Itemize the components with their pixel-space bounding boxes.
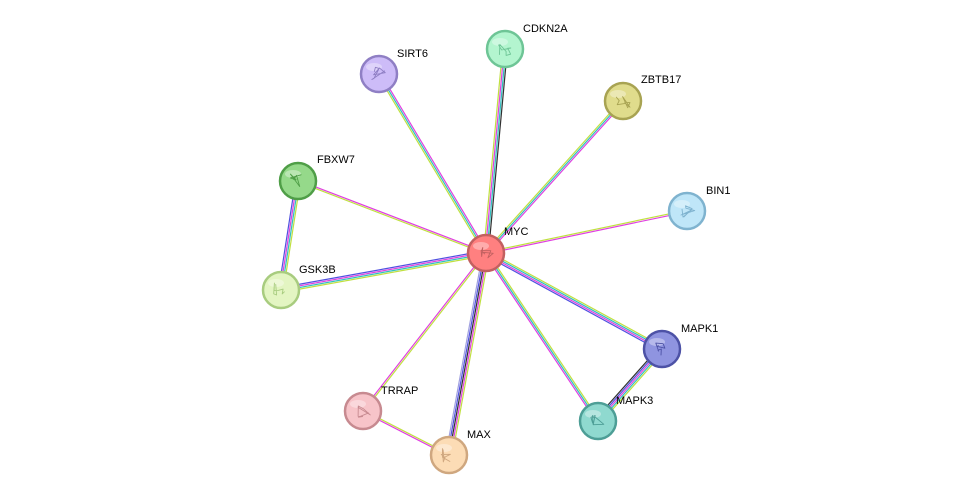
edge-evidence-line	[486, 211, 688, 255]
edge-evidence-line	[484, 253, 598, 423]
node-gsk3b[interactable]: GSK3B	[261, 264, 336, 310]
node-label-bin1: BIN1	[706, 185, 730, 197]
node-label-sirt6: SIRT6	[397, 48, 428, 60]
edge-evidence-line	[297, 181, 486, 255]
edge-evidence-line	[280, 250, 486, 289]
protein-structure-icon	[371, 66, 386, 80]
protein-structure-icon	[615, 96, 631, 109]
edge-evidence-line	[485, 100, 624, 254]
protein-structure-icon	[289, 173, 302, 187]
node-gloss	[350, 400, 366, 408]
edge-myc-max[interactable]	[445, 252, 490, 456]
edge-evidence-line	[448, 252, 487, 456]
node-sirt6[interactable]: SIRT6	[359, 48, 428, 94]
node-gloss	[585, 410, 601, 418]
edge-evidence-line	[298, 179, 487, 253]
edge-evidence-line	[485, 209, 687, 253]
edge-evidence-line	[363, 253, 488, 412]
edge-evidence-line	[281, 253, 487, 292]
edge-evidence-line	[485, 253, 662, 351]
node-label-trrap: TRRAP	[381, 385, 418, 397]
edge-myc-sirt6[interactable]	[377, 72, 488, 255]
protein-structure-icon	[655, 342, 666, 356]
edge-evidence-line	[484, 48, 505, 253]
edge-evidence-line	[484, 254, 662, 352]
node-circle	[642, 329, 682, 369]
node-circle	[578, 401, 618, 441]
node-trrap[interactable]: TRRAP	[343, 385, 418, 431]
node-circle	[667, 191, 707, 231]
node-zbtb17[interactable]: ZBTB17	[603, 74, 681, 121]
node-label-mapk3: MAPK3	[616, 395, 653, 407]
protein-structure-icon	[498, 43, 512, 56]
node-label-myc: MYC	[504, 226, 529, 238]
node-fbxw7[interactable]: FBXW7	[278, 154, 355, 201]
edge-evidence-line	[483, 48, 504, 253]
edge-evidence-line	[361, 252, 486, 411]
node-gloss	[649, 338, 665, 346]
node-circle	[603, 81, 643, 121]
node-mapk3[interactable]: MAPK3	[578, 395, 653, 441]
edge-evidence-line	[487, 49, 508, 254]
edge-evidence-line	[378, 73, 487, 254]
edge-evidence-line	[445, 252, 484, 455]
protein-structure-icon	[680, 205, 696, 218]
node-max[interactable]: MAX	[429, 429, 492, 475]
edge-evidence-line	[280, 251, 486, 290]
protein-structure-icon	[480, 247, 494, 259]
node-gloss	[268, 279, 284, 287]
edge-evidence-line	[485, 252, 599, 422]
node-gloss	[473, 242, 489, 250]
edge-evidence-line	[486, 251, 663, 349]
node-label-mapk1: MAPK1	[681, 323, 718, 335]
edge-myc-fbxw7[interactable]	[297, 179, 487, 255]
edge-myc-bin1[interactable]	[485, 209, 688, 255]
edge-myc-mapk1[interactable]	[484, 250, 664, 352]
edge-evidence-line	[281, 254, 487, 293]
protein-structure-icon	[590, 415, 605, 426]
edge-myc-cdkn2a[interactable]	[483, 48, 508, 254]
edge-evidence-line	[486, 250, 664, 348]
edge-evidence-line	[446, 252, 486, 455]
edge-evidence-line	[486, 49, 507, 254]
node-label-gsk3b: GSK3B	[299, 264, 336, 276]
protein-structure-icon	[273, 282, 285, 296]
edge-evidence-line	[484, 99, 623, 253]
protein-structure-icon	[440, 448, 451, 463]
edge-evidence-line	[451, 253, 490, 456]
edge-myc-trrap[interactable]	[361, 252, 488, 412]
node-gloss	[492, 38, 508, 46]
node-gloss	[436, 444, 452, 452]
edge-evidence-line	[377, 74, 486, 255]
node-gloss	[366, 63, 382, 71]
node-mapk1[interactable]: MAPK1	[642, 323, 718, 369]
node-label-fbxw7: FBXW7	[317, 154, 355, 166]
node-circle	[343, 391, 383, 431]
edge-evidence-line	[486, 101, 625, 255]
node-cdkn2a[interactable]: CDKN2A	[485, 23, 568, 69]
edge-evidence-line	[379, 72, 488, 253]
node-label-cdkn2a: CDKN2A	[523, 23, 568, 35]
node-label-max: MAX	[467, 429, 492, 441]
node-gloss	[610, 90, 626, 98]
edge-myc-mapk3[interactable]	[484, 251, 600, 423]
edge-myc-zbtb17[interactable]	[484, 99, 625, 255]
node-label-zbtb17: ZBTB17	[641, 74, 681, 86]
edge-evidence-line	[449, 253, 489, 456]
node-myc[interactable]: MYC	[466, 226, 529, 273]
edge-myc-gsk3b[interactable]	[280, 250, 487, 293]
edge-evidence-line	[486, 251, 600, 421]
node-bin1[interactable]: BIN1	[667, 185, 730, 231]
protein-structure-icon	[357, 405, 371, 418]
